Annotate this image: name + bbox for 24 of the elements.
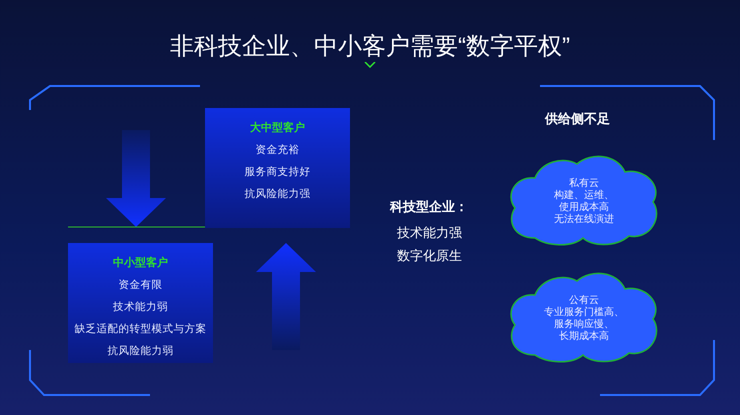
text-line: 资金充裕 xyxy=(256,143,300,157)
text-line: 使用成本高 xyxy=(559,202,609,214)
text-line: 抗风险能力强 xyxy=(244,187,310,201)
text-line: 缺乏适配的转型模式与方案 xyxy=(74,322,206,336)
customer-card xyxy=(205,108,350,228)
heading: 公有云 xyxy=(569,295,599,306)
heading: 中小型客户 xyxy=(113,256,168,270)
text-label: 数字化原生 xyxy=(397,247,462,265)
text-label: 技术能力强 xyxy=(397,224,462,242)
text-line: 服务商支持好 xyxy=(244,165,310,179)
heading: 大中型客户 xyxy=(250,120,305,135)
heading: 私有云 xyxy=(569,178,599,190)
text-line: 技术能力弱 xyxy=(113,300,168,314)
text-label: 科技型企业： xyxy=(390,198,468,216)
text-line: 抗风险能力弱 xyxy=(108,344,174,358)
text-line: 构建、运维、 xyxy=(554,190,614,202)
text-line: 长期成本高 xyxy=(559,331,609,343)
text-line: 专业服务门槛高、 xyxy=(544,307,624,318)
customer-card xyxy=(68,243,213,363)
text-line: 无法在线演进 xyxy=(554,214,614,226)
section-heading: 供给侧不足 xyxy=(545,110,610,128)
text-line: 服务响应慢、 xyxy=(554,319,614,330)
title: 非科技企业、中小客户需要“数字平权” xyxy=(169,32,571,62)
text-line: 资金有限 xyxy=(118,278,162,292)
